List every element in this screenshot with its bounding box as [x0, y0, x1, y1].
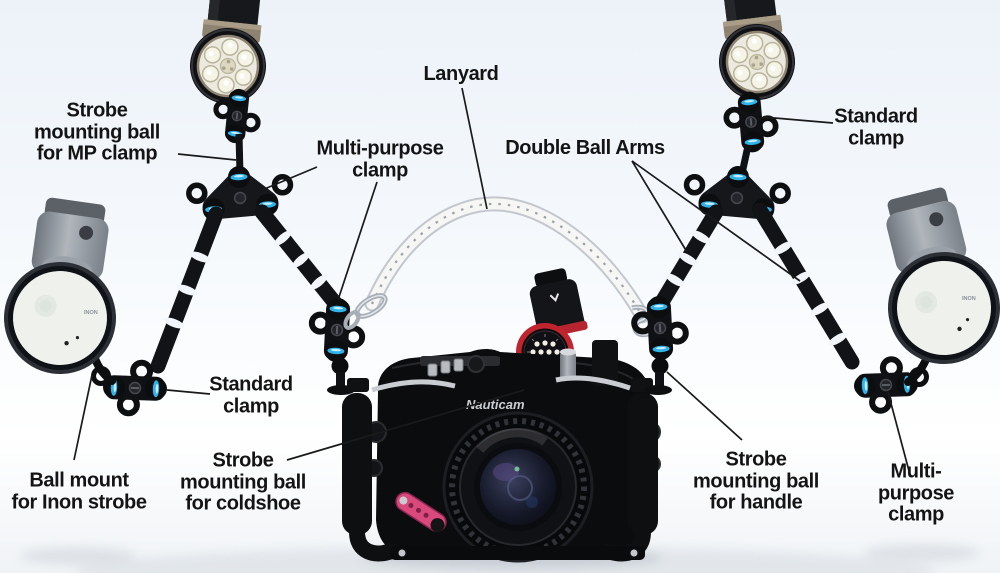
label-standard-clamp-right: Standard clamp [834, 105, 918, 149]
triple-clamp-right [685, 163, 790, 221]
leader-mp-ball [177, 153, 237, 161]
leader-double-ball-b [631, 160, 801, 282]
standard-clamp-right-part [724, 90, 778, 155]
lanyard-clip-left [343, 293, 388, 330]
leader-mp-clamp-left-a [261, 166, 318, 191]
leader-handle [666, 371, 743, 441]
label-strobe-mounting-ball-mp: Strobe mounting ball for MP clamp [34, 99, 160, 165]
camera-housing: Nauticam [342, 268, 661, 563]
label-ball-mount-inon: Ball mount for Inon strobe [11, 469, 147, 513]
strobe-left [0, 193, 132, 382]
strobe-right [861, 179, 1000, 376]
leader-lanyard [461, 87, 488, 210]
housing-brand: Nauticam [466, 397, 525, 412]
right-rig: INON [633, 0, 1000, 412]
left-rig: INON [0, 0, 364, 415]
label-strobe-ball-handle: Strobe mounting ball for handle [693, 448, 819, 514]
triple-clamp-left [187, 163, 292, 221]
multi-purpose-clamp-left-part [310, 297, 364, 364]
leader-coldshoe [286, 389, 525, 461]
label-strobe-ball-coldshoe: Strobe mounting ball for coldshoe [180, 449, 306, 515]
lanyard-rope [343, 196, 650, 338]
leader-double-ball-a [631, 160, 688, 253]
leader-standard-left [166, 389, 211, 395]
focus-light-top-right [705, 0, 801, 106]
ball-arm-right-outer [752, 202, 860, 370]
leader-standard-right [762, 116, 834, 124]
handle-left [342, 378, 456, 562]
leader-lines [73, 87, 910, 472]
label-standard-clamp-left: Standard clamp [209, 373, 293, 417]
ball-arm-right-inner [654, 204, 724, 310]
handle-ball-right [651, 357, 669, 375]
strobe-right-brand: INON [962, 296, 976, 302]
label-lanyard: Lanyard [423, 63, 499, 86]
label-multi-purpose-clamp-right: Multi-purpose clamp [877, 460, 955, 526]
lens-port [442, 411, 594, 563]
label-double-ball-arms: Double Ball Arms [505, 137, 665, 160]
leader-ball-mount [73, 374, 93, 461]
label-multi-purpose-clamp-left: Multi-purpose clamp [316, 137, 444, 181]
leader-mp-clamp-left-b [337, 181, 378, 301]
ball-arm-left-outer [150, 206, 224, 374]
leader-mp-clamp-right [887, 391, 910, 472]
pink-lever [395, 491, 447, 533]
ball-arm-left-inner [254, 204, 343, 311]
focus-light-top-left [184, 0, 278, 110]
strobe-left-brand: INON [84, 310, 98, 316]
handle-ball-left [331, 357, 349, 375]
